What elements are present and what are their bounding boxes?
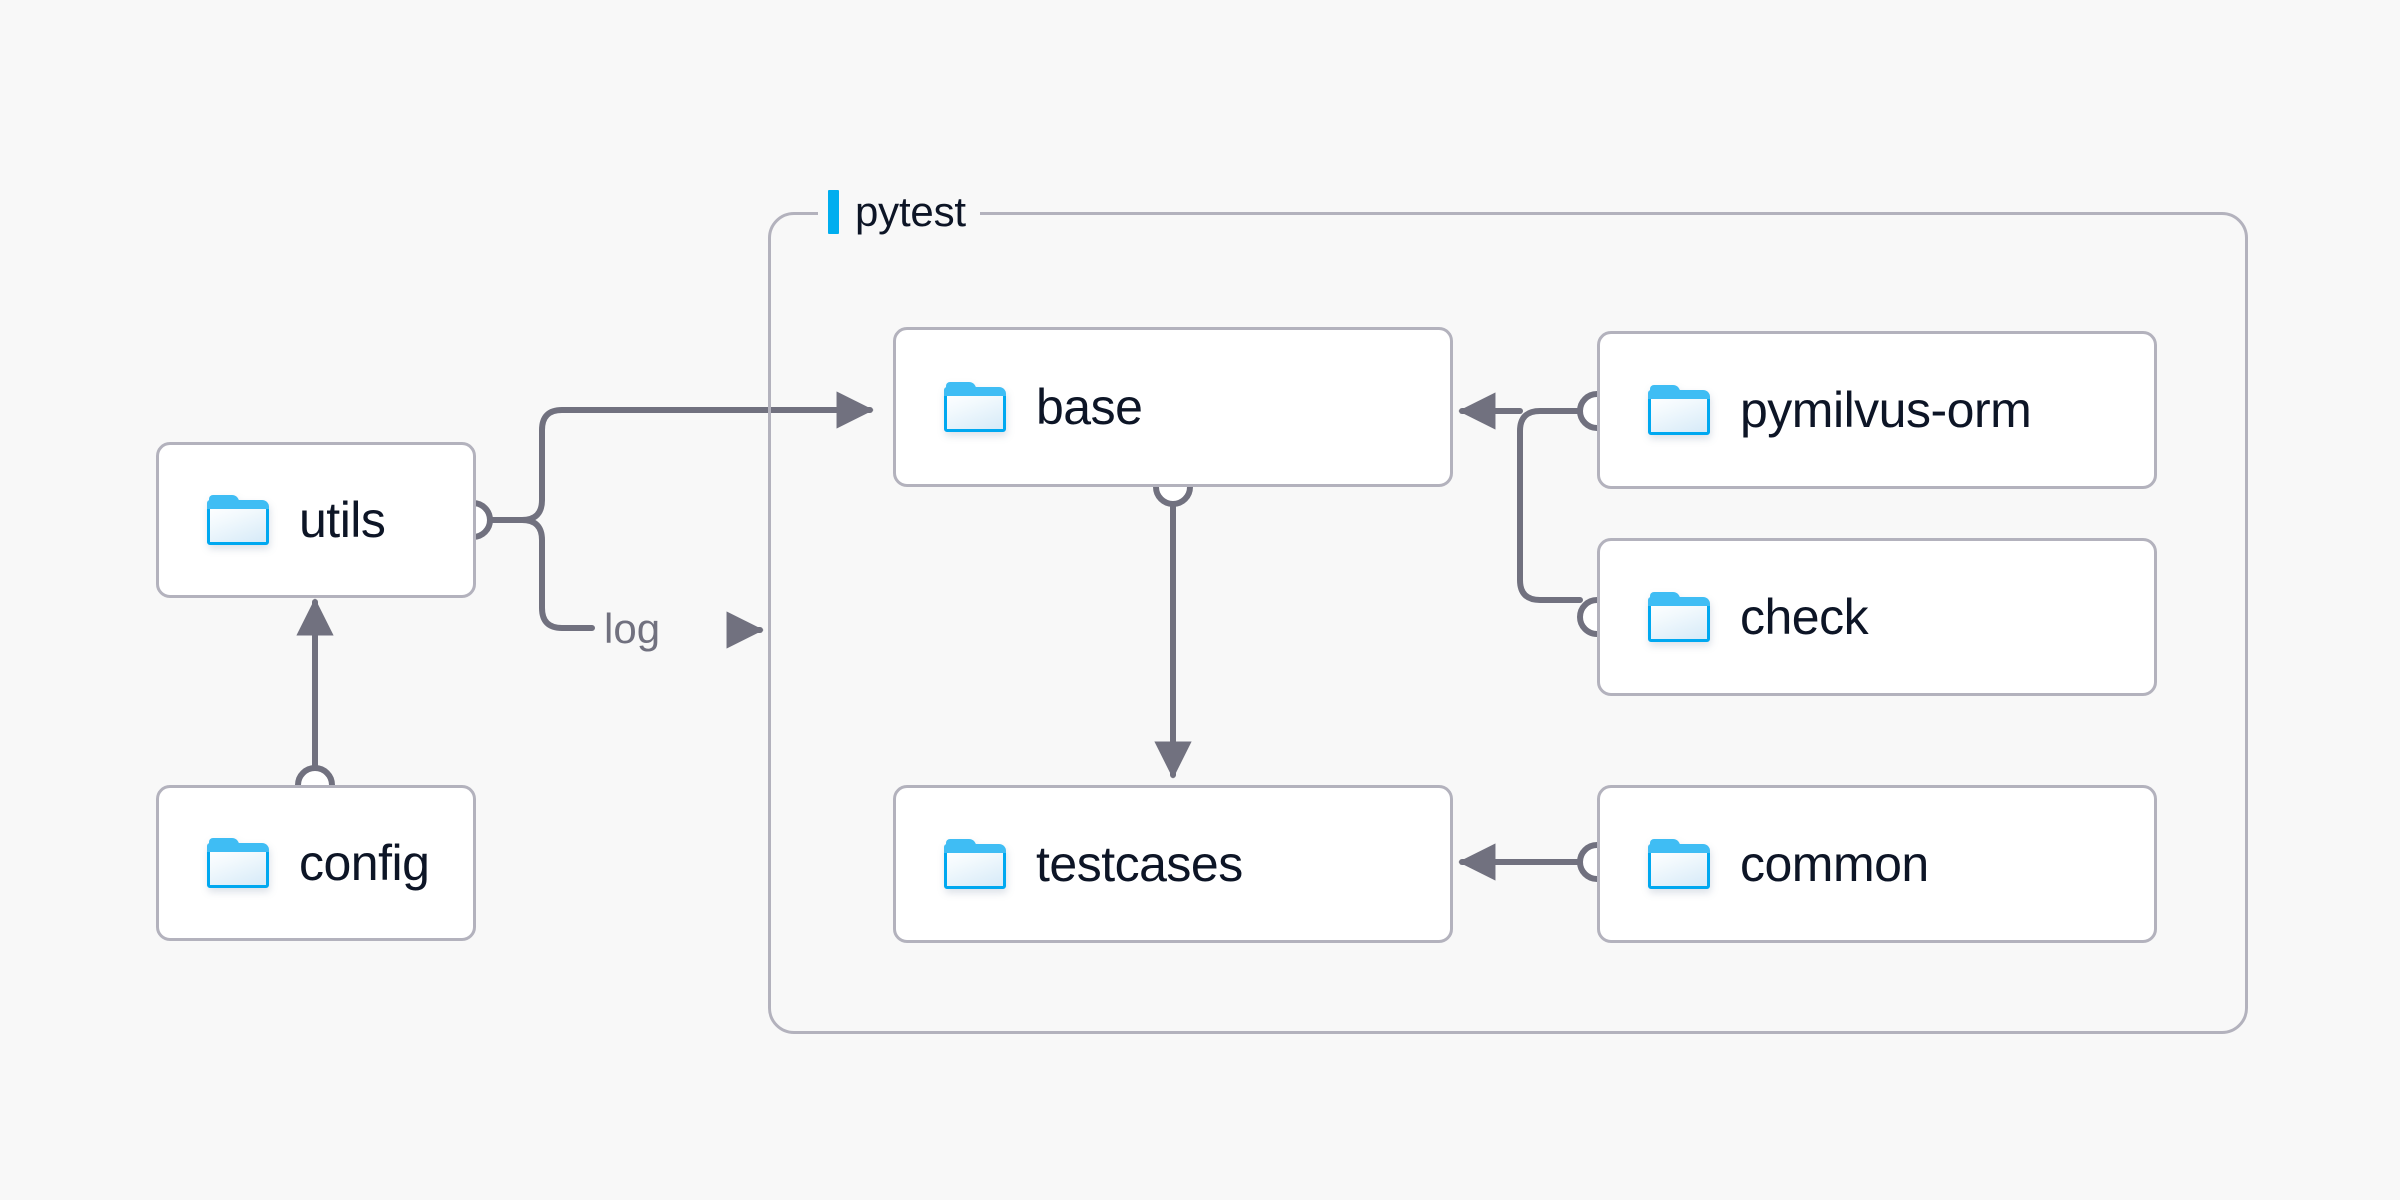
- node-utils[interactable]: utils: [156, 442, 476, 598]
- pytest-group-container[interactable]: [768, 212, 2248, 1034]
- folder-icon: [1648, 385, 1710, 435]
- folder-icon: [1648, 592, 1710, 642]
- node-label-common: common: [1740, 836, 1929, 892]
- node-label-base: base: [1036, 379, 1143, 435]
- group-title: pytest: [855, 188, 966, 235]
- node-label-check: check: [1740, 589, 1869, 645]
- folder-icon: [207, 495, 269, 545]
- folder-icon: [944, 382, 1006, 432]
- edge-utils-to-log: [487, 517, 595, 631]
- folder-icon: [207, 838, 269, 888]
- edge-label-log: log: [604, 605, 661, 652]
- node-label-config: config: [299, 835, 430, 891]
- accent-bar-icon: [828, 190, 839, 234]
- node-common[interactable]: common: [1597, 785, 2157, 943]
- pytest-group-label: pytest: [818, 183, 980, 241]
- folder-icon: [944, 839, 1006, 889]
- folder-icon: [1648, 839, 1710, 889]
- node-testcases[interactable]: testcases: [893, 785, 1453, 943]
- node-base[interactable]: base: [893, 327, 1453, 487]
- node-label-testcases: testcases: [1036, 836, 1243, 892]
- node-check[interactable]: check: [1597, 538, 2157, 696]
- node-pymilvus-orm[interactable]: pymilvus-orm: [1597, 331, 2157, 489]
- node-config[interactable]: config: [156, 785, 476, 941]
- node-label-pymilvus-orm: pymilvus-orm: [1740, 382, 2032, 438]
- node-label-utils: utils: [299, 492, 386, 548]
